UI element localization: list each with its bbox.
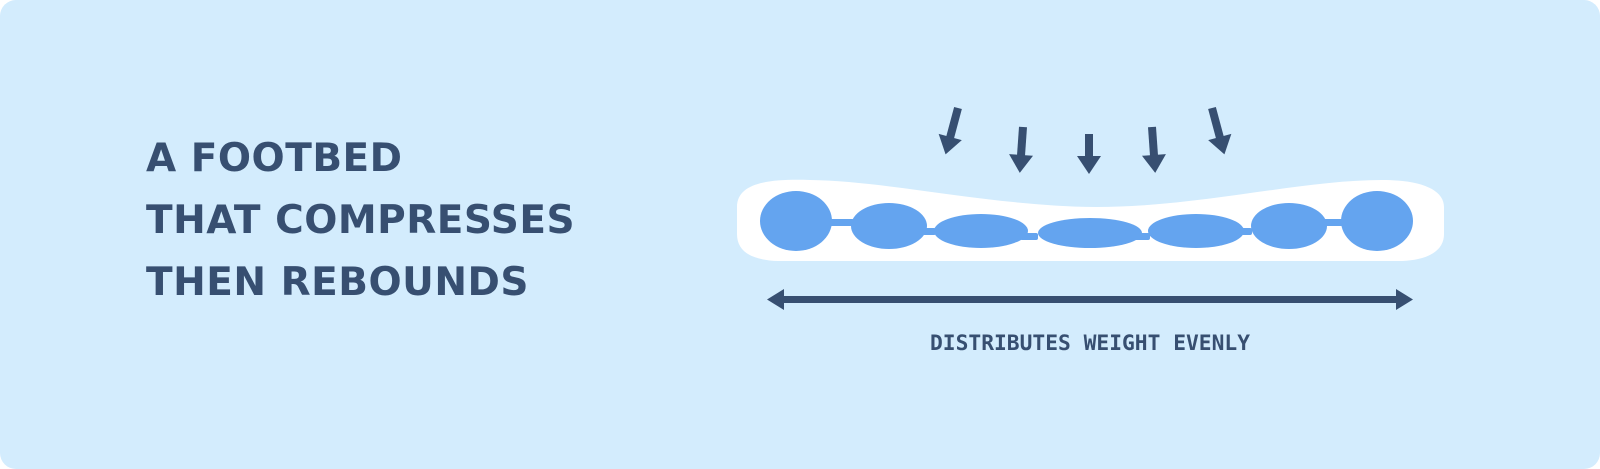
headline-line-1: A FOOTBED [146,136,403,181]
headline-line-2: THAT COMPRESSES [146,198,576,243]
cushion-cell-2 [851,203,927,249]
pressure-arrow-3-icon [1077,134,1101,174]
cell-connector-1 [826,219,854,226]
distribution-arrow-icon [767,289,1413,310]
headline-line-3: THEN REBOUNDS [146,260,529,305]
cushion-cell-7 [1341,191,1413,251]
headline: A FOOTBED THAT COMPRESSES THEN REBOUNDS [146,128,575,314]
pressure-arrow-5-icon [1208,106,1232,155]
cushion-cell-1 [760,191,832,251]
cushion-cell-5 [1148,214,1244,248]
pressure-arrow-1-icon [938,106,962,155]
pressure-arrow-2-icon [1009,126,1034,173]
caption-distributes-weight: DISTRIBUTES WEIGHT EVENLY [930,331,1250,355]
cushion-cell-6 [1251,203,1327,249]
cushion-cells [760,191,1413,251]
pressure-arrow-4-icon [1141,126,1166,173]
cushion-cell-3 [934,214,1028,248]
pressure-arrows [938,106,1232,174]
cushion-cell-4 [1038,218,1142,248]
